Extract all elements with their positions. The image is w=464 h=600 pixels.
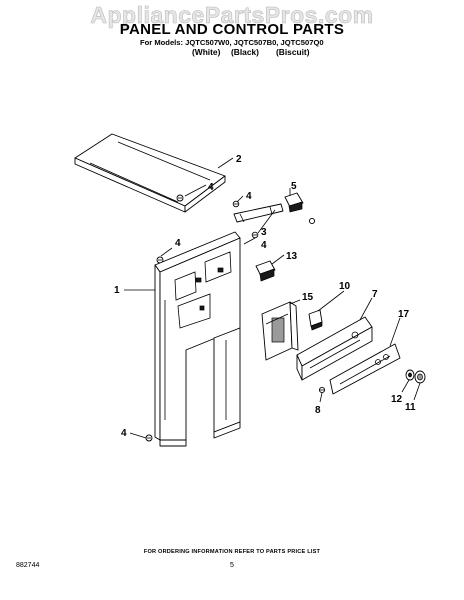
callout-4-bracket: 4: [246, 191, 252, 202]
knob-washer-part: [405, 369, 415, 381]
callout-15: 15: [302, 292, 314, 303]
callout-17: 17: [398, 309, 410, 320]
screw-bracket-lower: [251, 231, 259, 239]
color-label-white: (White): [192, 47, 221, 57]
document-number: 882744: [16, 562, 40, 569]
callout-4-bracket-lower: 4: [261, 240, 267, 251]
callout-5: 5: [291, 181, 297, 192]
callout-13: 13: [286, 251, 298, 262]
top-panel-part: [74, 133, 226, 213]
control-panel-part: [296, 316, 373, 381]
screw-switch-bracket: [232, 200, 240, 208]
callout-4-frame-bottom: 4: [121, 428, 127, 439]
callout-2: 2: [236, 154, 242, 165]
callout-8: 8: [315, 405, 321, 416]
screw-frame-bottom: [145, 434, 153, 442]
panel-overlay-part: [329, 343, 401, 395]
callout-4-top-panel: 4: [208, 182, 214, 193]
watermark: AppliancePartsPros.com: [90, 2, 374, 29]
callout-3: 3: [261, 227, 267, 238]
callout-1: 1: [114, 285, 120, 296]
screw-top-panel: [176, 194, 184, 202]
callout-10: 10: [339, 281, 351, 292]
small-switch-part: [255, 260, 276, 282]
control-board-part: [261, 301, 299, 361]
callout-7: 7: [372, 289, 378, 300]
screw-control-panel: [318, 386, 326, 394]
models-line: For Models: JQTC507W0, JQTC507B0, JQTC50…: [140, 38, 324, 47]
callout-12: 12: [391, 394, 403, 405]
page-number: 5: [230, 562, 234, 569]
main-frame-part: [154, 231, 241, 447]
button-part: [308, 309, 323, 331]
callout-11: 11: [405, 402, 416, 413]
page-title: PANEL AND CONTROL PARTS: [119, 21, 345, 38]
color-label-black: (Black): [231, 47, 259, 57]
screw-switch-wire: [308, 217, 316, 225]
knob-part: [414, 370, 426, 384]
ordering-footer: FOR ORDERING INFORMATION REFER TO PARTS …: [143, 549, 321, 555]
callout-4-frame-top: 4: [175, 238, 181, 249]
switch-part: [284, 192, 304, 213]
color-label-biscuit: (Biscuit): [276, 47, 310, 57]
switch-bracket-part: [233, 203, 284, 223]
